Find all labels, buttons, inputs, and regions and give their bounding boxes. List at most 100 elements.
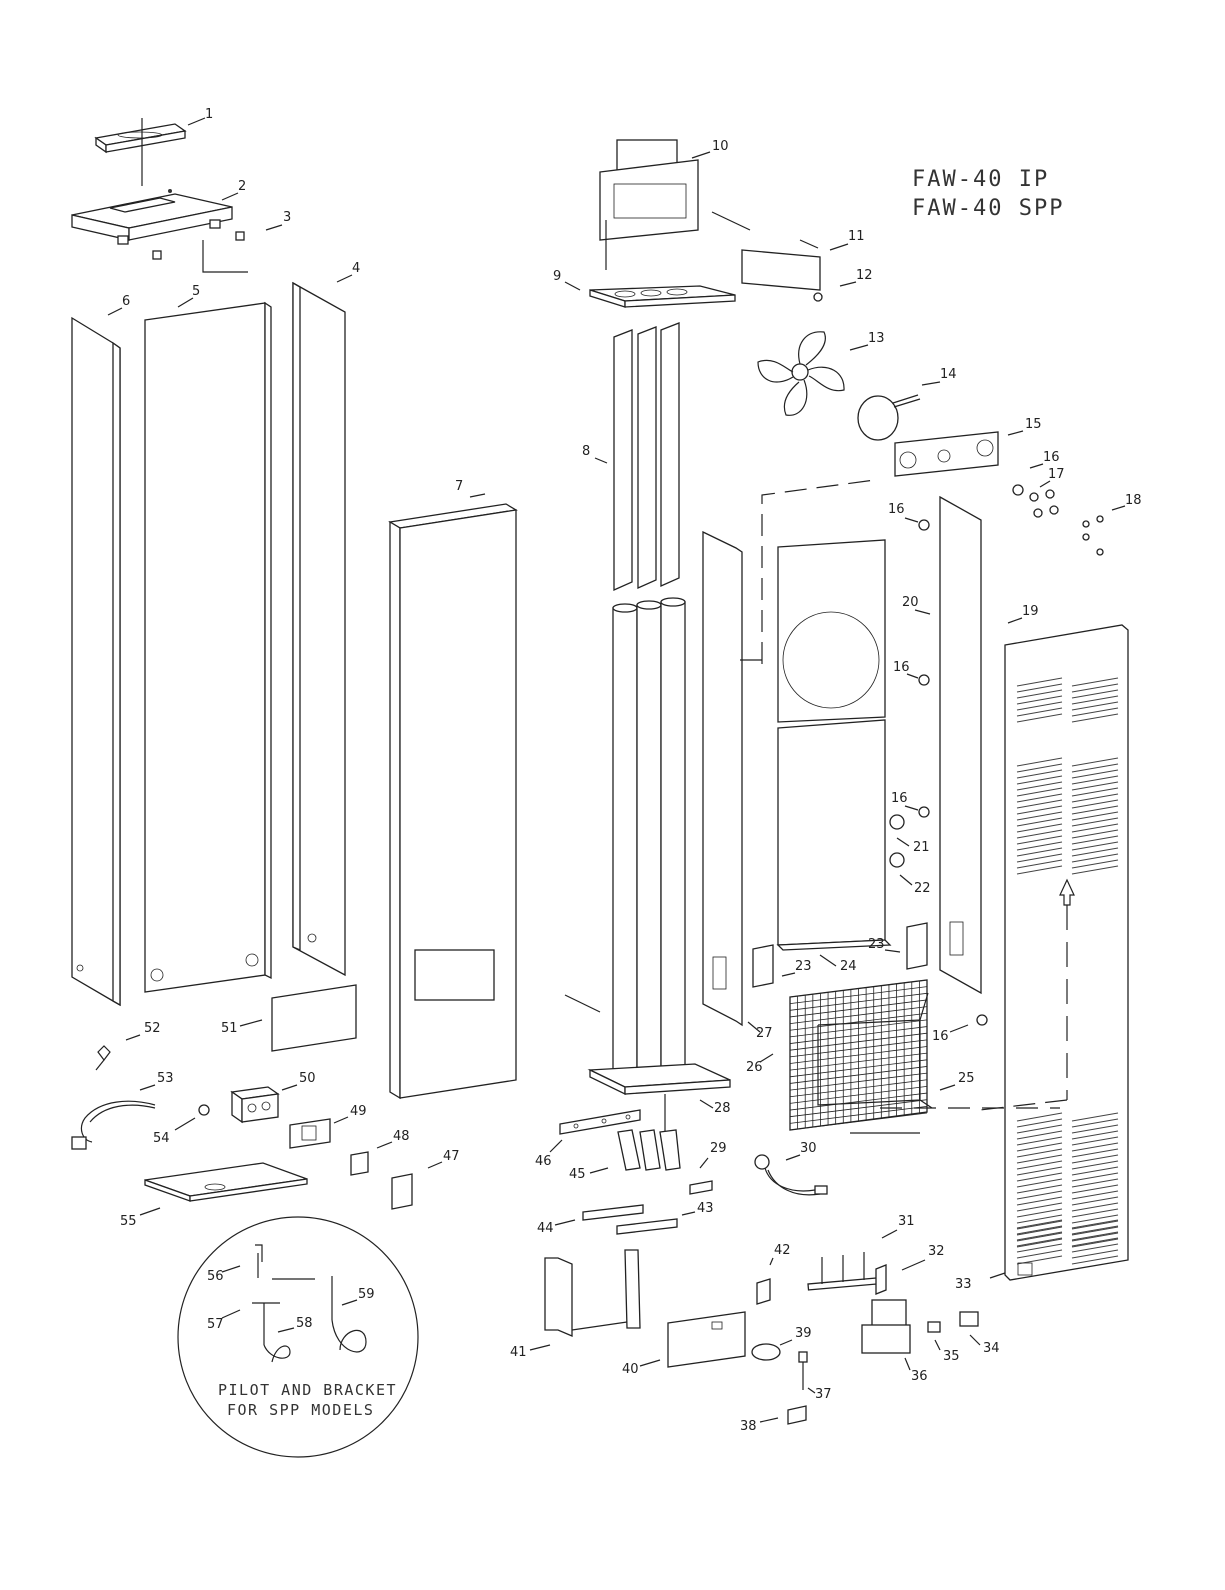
callout-18: 18 [1112, 493, 1142, 510]
callout-leader [175, 1118, 195, 1130]
callout-20: 20 [902, 595, 930, 614]
part-4-divider-panel [293, 283, 345, 975]
callout-54: 54 [153, 1118, 195, 1146]
callout-52: 52 [126, 1021, 161, 1040]
callout-16: 16 [1030, 450, 1060, 468]
callout-number: 39 [795, 1326, 812, 1341]
callout-leader [692, 152, 710, 158]
callout-number: 48 [393, 1129, 410, 1144]
callout-number: 4 [352, 261, 360, 276]
callout-number: 33 [955, 1277, 972, 1292]
part-9-top-plate [590, 286, 735, 307]
inset-caption-line-1: PILOT AND BRACKET [218, 1381, 397, 1399]
part-47-bracket [392, 1174, 412, 1209]
part-24-blower-panel [778, 540, 890, 950]
callout-number: 22 [914, 881, 931, 896]
callout-27: 27 [748, 1022, 773, 1041]
callout-number: 23 [795, 959, 812, 974]
callout-34: 34 [970, 1335, 1000, 1356]
callout-number: 43 [697, 1201, 714, 1216]
part-38-igniter-bracket [788, 1406, 806, 1424]
callout-number: 35 [943, 1349, 960, 1364]
callout-23: 23 [782, 959, 812, 976]
callout-leader [782, 973, 795, 976]
callout-30: 30 [786, 1141, 817, 1160]
callout-leader [1008, 618, 1022, 623]
callout-number: 23 [868, 937, 885, 952]
part-30-thermocouple [755, 1155, 827, 1195]
part-32-gas-manifold [808, 1265, 886, 1294]
callout-6: 6 [108, 294, 130, 315]
callout-leader [266, 225, 282, 230]
callout-leader [905, 518, 918, 522]
inset-caption-line-2: FOR SPP MODELS [227, 1401, 374, 1419]
part-37-igniter [799, 1352, 807, 1390]
callout-leader [595, 458, 607, 463]
callout-8: 8 [582, 444, 607, 463]
callout-number: 9 [553, 269, 561, 284]
callout-59: 59 [342, 1287, 375, 1305]
callout-2: 2 [222, 179, 246, 200]
part-15-mounting-bracket [895, 432, 998, 476]
callout-leader [1112, 506, 1125, 510]
callout-leader [760, 1418, 778, 1422]
heat-exchanger-tubes [613, 598, 685, 1075]
callout-leader [334, 1117, 348, 1123]
callout-number: 16 [888, 502, 905, 517]
part-26-air-filter-screen [790, 980, 927, 1130]
callout-number: 18 [1125, 493, 1142, 508]
callout-number: 21 [913, 840, 930, 855]
callout-leader [590, 1168, 608, 1173]
part-23-plate-right [907, 923, 927, 969]
callout-leader [700, 1100, 713, 1108]
part-13-fan-blade [758, 332, 844, 416]
callout-number: 51 [221, 1021, 238, 1036]
callout-leader [342, 1300, 357, 1305]
callout-number: 52 [144, 1021, 161, 1036]
callout-36: 36 [905, 1358, 928, 1384]
callout-leader [222, 1266, 240, 1272]
callout-number: 46 [535, 1154, 552, 1169]
callout-leader [682, 1212, 695, 1215]
callout-leader [770, 1258, 773, 1265]
part-40-access-plate [668, 1312, 745, 1367]
callout-16: 16 [932, 1025, 968, 1044]
callout-leader [1030, 464, 1043, 468]
callout-51: 51 [221, 1020, 262, 1036]
part-2-top-plate [72, 189, 248, 272]
callout-46: 46 [535, 1140, 562, 1169]
callout-4: 4 [337, 261, 360, 282]
callout-16: 16 [891, 791, 918, 810]
callout-number: 45 [569, 1167, 586, 1182]
callout-leader [550, 1140, 562, 1152]
callout-number: 16 [893, 660, 910, 675]
callout-number: 38 [740, 1419, 757, 1434]
callout-leader [940, 1085, 955, 1090]
callout-leader [882, 1230, 897, 1238]
callout-number: 19 [1022, 604, 1039, 619]
callout-13: 13 [850, 331, 885, 350]
callout-number: 50 [299, 1071, 316, 1086]
part-28-bottom-plate [590, 1064, 730, 1160]
callout-32: 32 [902, 1244, 945, 1270]
callout-43: 43 [682, 1201, 714, 1216]
callout-number: 44 [537, 1221, 554, 1236]
callout-number: 26 [746, 1060, 763, 1075]
callout-leader [140, 1208, 160, 1215]
callout-7: 7 [455, 479, 485, 497]
callout-47: 47 [428, 1149, 460, 1168]
part-50-junction-box [232, 1087, 278, 1122]
callout-leader [905, 1358, 910, 1370]
callout-50: 50 [282, 1071, 316, 1090]
callout-14: 14 [922, 367, 957, 385]
callout-number: 20 [902, 595, 919, 610]
part-54-grommet [199, 1105, 209, 1115]
callout-leader [885, 950, 900, 952]
callout-37: 37 [808, 1387, 832, 1402]
callout-leader [935, 1340, 940, 1350]
part-41-burner-frame [545, 1250, 640, 1336]
model-title-line-1: FAW-40 IP [912, 167, 1049, 192]
callout-11: 11 [830, 229, 865, 250]
callout-number: 14 [940, 367, 957, 382]
callout-12: 12 [840, 268, 873, 286]
